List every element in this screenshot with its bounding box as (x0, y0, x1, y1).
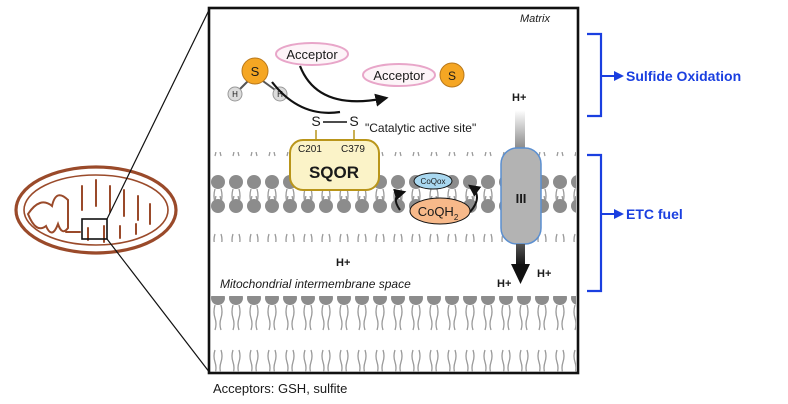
outer-membrane (211, 296, 576, 372)
sulfur-atom-label: S (251, 64, 260, 79)
zoom-line-top (106, 7, 211, 220)
disulfide-sulfur-label: S (349, 113, 358, 129)
sqor-label: SQOR (309, 163, 359, 182)
etc-fuel-bracket: ETC fuel (587, 153, 683, 293)
coq-cycle: CoQox CoQH2 (393, 172, 482, 225)
coqh2-label: CoQH2 (418, 204, 459, 222)
proton-label: H+ (537, 268, 551, 280)
c201-label: C201 (298, 144, 322, 155)
zoom-line-bottom (106, 238, 211, 374)
complex-iii: III (500, 147, 542, 245)
disulfide-sulfur-label: S (311, 113, 320, 129)
coqox-label: CoQox (421, 177, 446, 186)
complex-iii-label: III (516, 191, 527, 206)
proton-label: H+ (497, 278, 511, 290)
proton-channel (515, 110, 525, 152)
sulfide-oxidation-label: Sulfide Oxidation (626, 68, 741, 84)
hydrogen-atom-label: H (232, 90, 238, 99)
sqor-enzyme: C201 C379 SQOR (289, 139, 380, 191)
acceptor-substrate: Acceptor (275, 42, 349, 66)
mitochondrion-icon (14, 165, 178, 255)
catalytic-site-label: "Catalytic active site" (365, 121, 476, 135)
proton-label: H+ (336, 257, 350, 269)
proton-label: H+ (512, 92, 526, 104)
acceptor-label: Acceptor (286, 47, 338, 62)
proton-exit-arrow-head (511, 264, 530, 284)
matrix-label: Matrix (520, 13, 550, 25)
acceptors-caption: Acceptors: GSH, sulfite (213, 381, 347, 396)
disulfide-bond: S S (311, 113, 359, 142)
sulfide-oxidation-arrow (271, 81, 341, 114)
acceptor-label: Acceptor (373, 68, 425, 83)
acceptor-product: Acceptor S (362, 62, 465, 88)
etc-fuel-label: ETC fuel (626, 206, 683, 222)
hydrogen-sulfide-molecule: S H H (227, 57, 288, 102)
acceptor-transfer-arrow (298, 65, 389, 107)
proton-exit (516, 244, 525, 266)
hydrogen-atom-label: H (277, 90, 283, 99)
intermembrane-space-label: Mitochondrial intermembrane space (220, 277, 411, 291)
sulfide-oxidation-bracket: Sulfide Oxidation (587, 32, 741, 118)
sulfur-atom-label: S (448, 69, 456, 83)
c379-label: C379 (341, 144, 365, 155)
